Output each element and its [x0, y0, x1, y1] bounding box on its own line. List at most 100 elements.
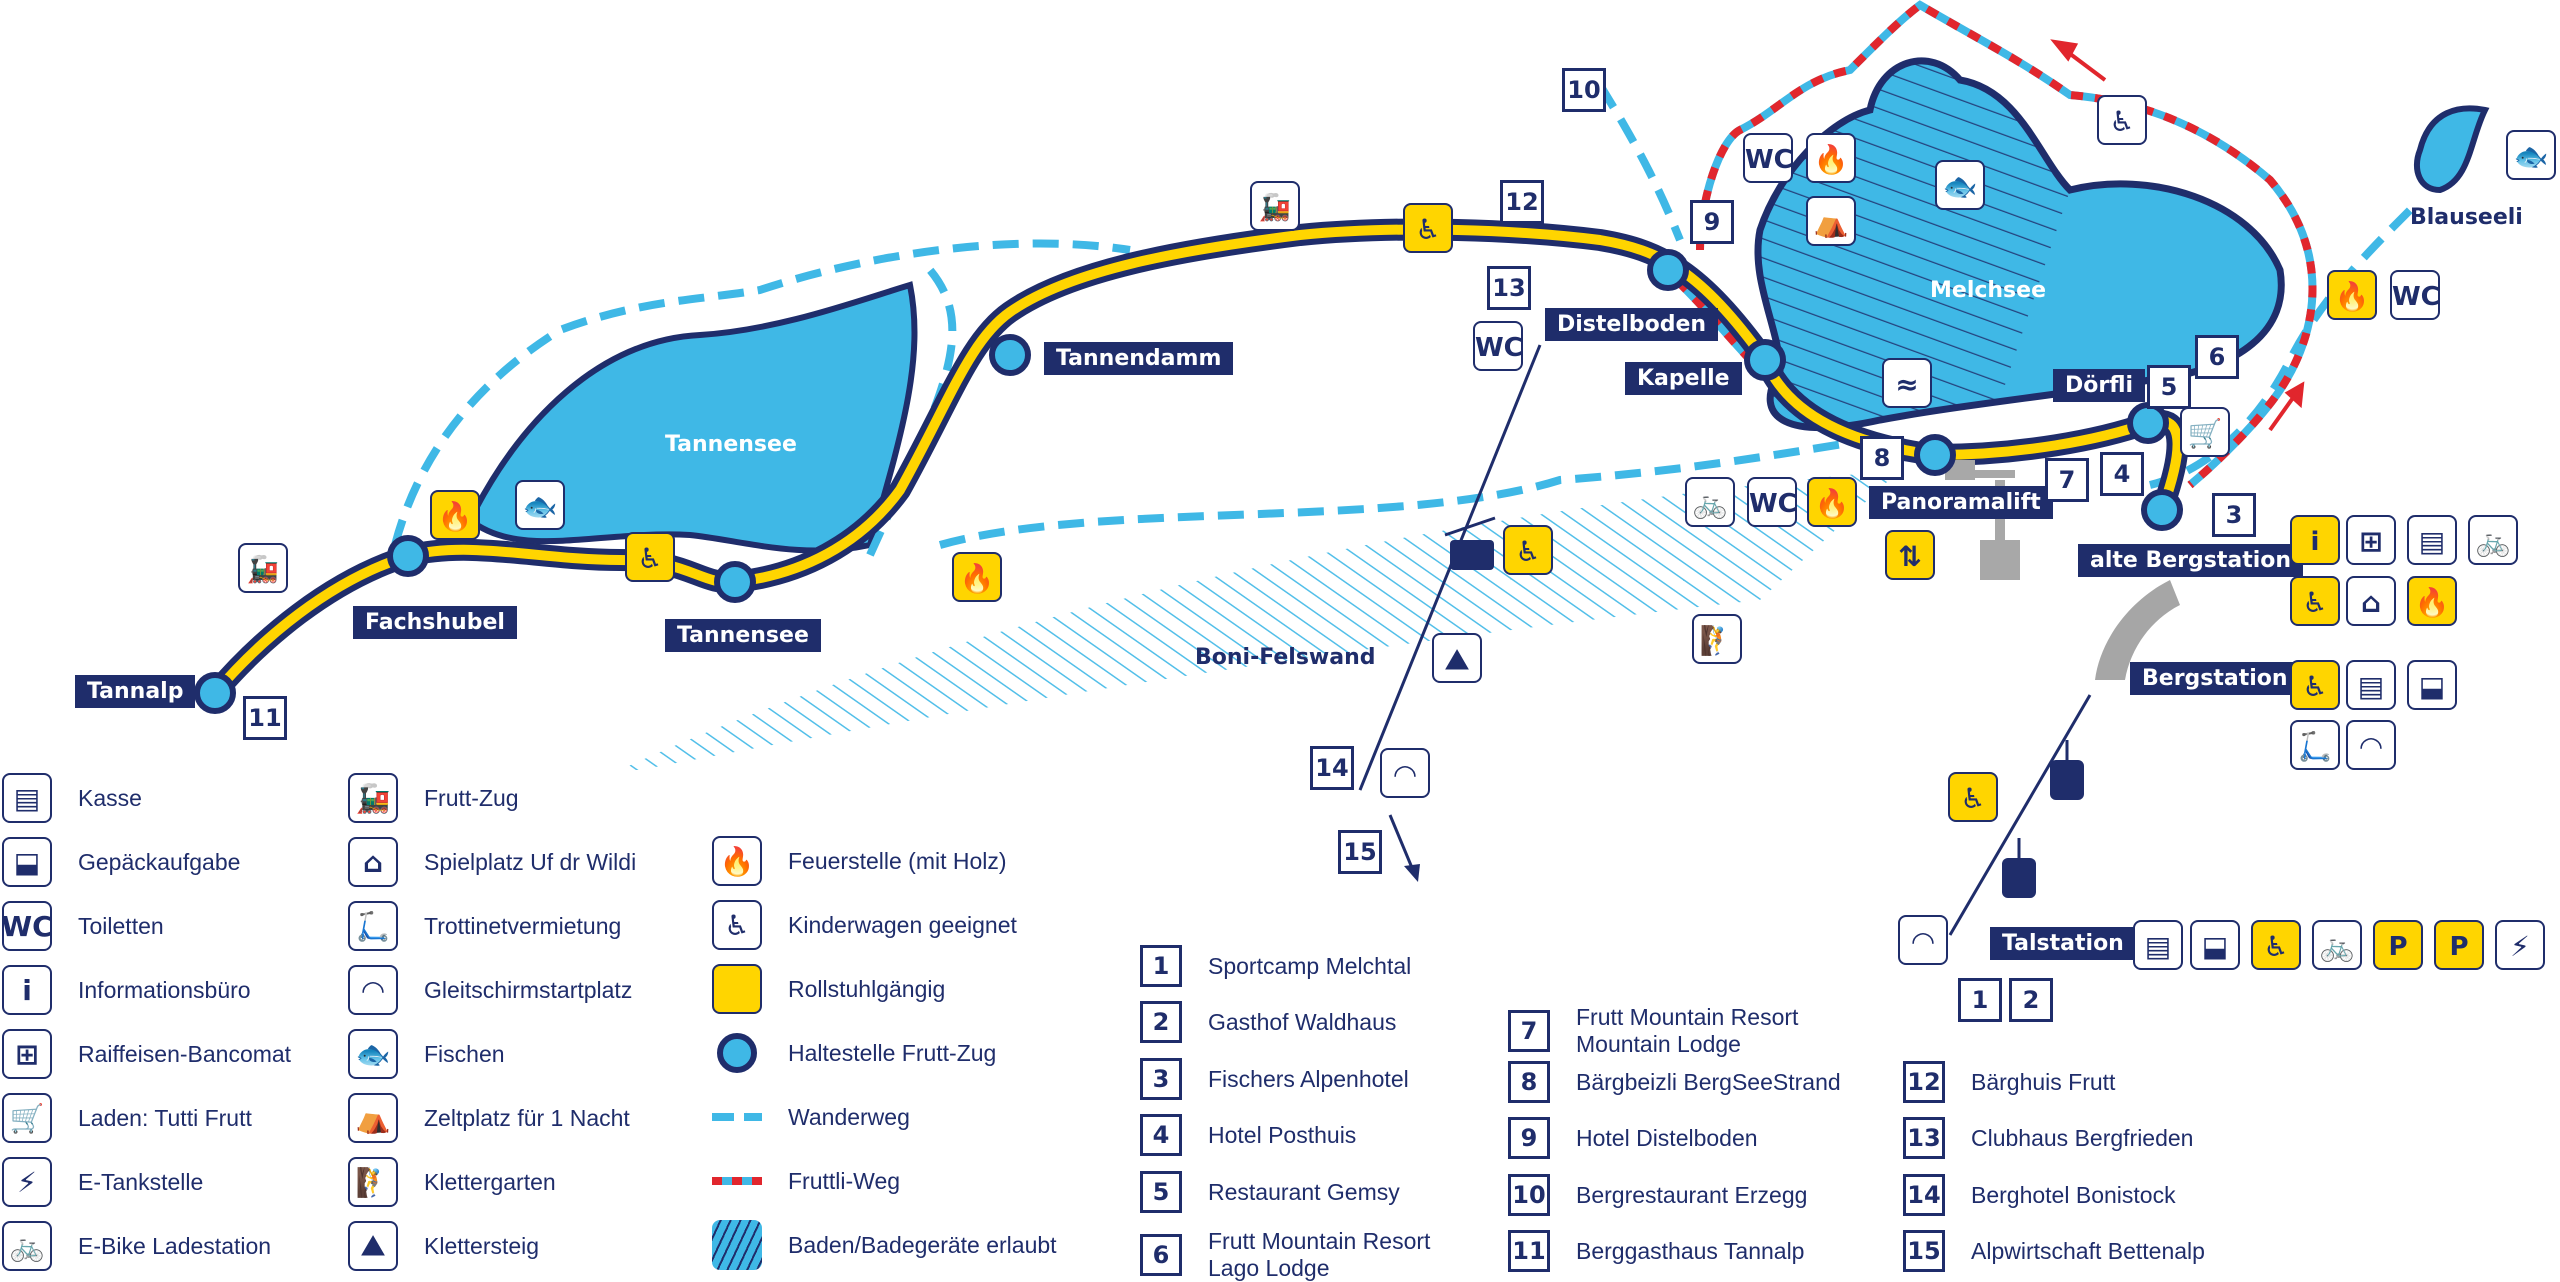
- bathing-icon: ≈: [1882, 358, 1932, 408]
- hotel-number: 11: [1508, 1230, 1550, 1272]
- ebike-charging-icon: 🚲: [1685, 477, 1735, 527]
- marker-2[interactable]: 2: [2009, 978, 2053, 1022]
- train-stop-icon: [712, 1028, 762, 1078]
- scooter-icon: 🛴: [348, 901, 398, 951]
- marker-1[interactable]: 1: [1958, 978, 2002, 1022]
- legend-item: ⊞Raiffeisen-Bancomat: [2, 1028, 291, 1080]
- marker-10[interactable]: 10: [1562, 68, 1606, 112]
- hotel-name: Bärgbeizli BergSeeStrand: [1576, 1068, 1841, 1095]
- hotel-number: 4: [1140, 1114, 1182, 1156]
- melchsee-lake-name: Melchsee: [1930, 278, 2046, 303]
- marker-3[interactable]: 3: [2212, 493, 2256, 537]
- legend-label: Klettergarten: [424, 1168, 556, 1195]
- marker-9[interactable]: 9: [1690, 200, 1734, 244]
- boni-felswand-label: Boni-Felswand: [1195, 645, 1376, 670]
- marker-15[interactable]: 15: [1338, 830, 1382, 874]
- arrow-15: [1404, 864, 1420, 882]
- cash-register-icon: ▤: [2407, 515, 2457, 565]
- hotel-item[interactable]: 4 Hotel Posthuis: [1140, 1114, 1356, 1156]
- hotel-number: 1: [1140, 945, 1182, 987]
- legend-label: E-Tankstelle: [78, 1168, 204, 1195]
- marker-7[interactable]: 7: [2045, 458, 2089, 502]
- hiking-trail-icon: [712, 1092, 762, 1142]
- hotel-name: Restaurant Gemsy: [1208, 1178, 1400, 1205]
- shopping-cart-icon: 🛒: [2180, 407, 2230, 457]
- ebike-charging-icon: 🚲: [2468, 515, 2518, 565]
- fish-icon: 🐟: [348, 1029, 398, 1079]
- legend-label: Laden: Tutti Frutt: [78, 1104, 252, 1131]
- scooter-icon: 🛴: [2290, 720, 2340, 770]
- ebike-charging-icon: 🚲: [2312, 920, 2362, 970]
- cable-lines: [1358, 344, 2092, 936]
- hotel-name: Bergrestaurant Erzegg: [1576, 1181, 1808, 1208]
- legend-label: Fruttli-Weg: [788, 1167, 901, 1194]
- hotel-number: 14: [1903, 1174, 1945, 1216]
- legend-item: 🛴Trottinetvermietung: [348, 900, 621, 952]
- legend-item: Rollstuhlgängig: [712, 963, 945, 1015]
- marker-11[interactable]: 11: [243, 696, 287, 740]
- legend-label: Rollstuhlgängig: [788, 975, 946, 1002]
- train-icon: 🚂: [348, 773, 398, 823]
- info-icon: i: [2290, 515, 2340, 565]
- fish-icon: 🐟: [1935, 160, 1985, 210]
- legend-label: Feuerstelle (mit Holz): [788, 847, 1007, 874]
- marker-14[interactable]: 14: [1310, 746, 1354, 790]
- stop-tannensee: Tannensee: [665, 619, 821, 652]
- legend-item: ⚡E-Tankstelle: [2, 1156, 203, 1208]
- atm-icon: ⊞: [2346, 515, 2396, 565]
- paraglider-icon: ◠: [348, 965, 398, 1015]
- marker-12[interactable]: 12: [1500, 180, 1544, 224]
- hotel-name: Hotel Posthuis: [1208, 1121, 1357, 1148]
- legend-item: Haltestelle Frutt-Zug: [712, 1027, 996, 1079]
- legend-label: Zeltplatz für 1 Nacht: [424, 1104, 630, 1131]
- legend-item: 🧗Klettergarten: [348, 1156, 556, 1208]
- ebike-charging-icon: 🚲: [2, 1221, 52, 1271]
- marker-6[interactable]: 6: [2195, 335, 2239, 379]
- hotel-name: Gasthof Waldhaus: [1208, 1008, 1397, 1035]
- legend-item: ⌂Spielplatz Uf dr Wildi: [348, 836, 636, 888]
- hotel-item[interactable]: 5 Restaurant Gemsy: [1140, 1171, 1400, 1213]
- elevator-icon: ⇅: [1885, 530, 1935, 580]
- hotel-item[interactable]: 1 Sportcamp Melchtal: [1140, 945, 1411, 987]
- marker-8[interactable]: 8: [1860, 436, 1904, 480]
- cash-register-icon: ▤: [2346, 660, 2396, 710]
- luggage-icon: ⬓: [2407, 660, 2457, 710]
- via-ferrata-icon: ⛰: [348, 1221, 398, 1271]
- fireplace-icon: 🔥: [2407, 576, 2457, 626]
- marker-5[interactable]: 5: [2147, 365, 2191, 409]
- legend-label: Haltestelle Frutt-Zug: [788, 1039, 997, 1066]
- via-ferrata-icon: ⛰: [1432, 633, 1482, 683]
- train-stops: [194, 249, 2183, 714]
- hotel-name: Sportcamp Melchtal: [1208, 952, 1412, 979]
- legend-label: Fischen: [424, 1040, 505, 1067]
- legend-item: ⬓Gepäckaufgabe: [2, 836, 240, 888]
- legend-item: 🐟 Fischen: [348, 1028, 505, 1080]
- marker-13[interactable]: 13: [1487, 266, 1531, 310]
- hotel-name: Frutt Mountain Resort Lago Lodge: [1208, 1228, 1431, 1281]
- legend-label: Informationsbüro: [78, 976, 251, 1003]
- legend-item: Baden/Badegeräte erlaubt: [712, 1219, 1057, 1271]
- wheelchair-icon: ♿: [1503, 525, 1553, 575]
- bergstation-ramp: [2095, 580, 2180, 680]
- legend-label: Wanderweg: [788, 1103, 910, 1130]
- marker-4[interactable]: 4: [2100, 452, 2144, 496]
- legend-item: ▤Kasse: [2, 772, 142, 824]
- luggage-icon: ⬓: [2, 837, 52, 887]
- hotel-number: 5: [1140, 1171, 1182, 1213]
- fireplace-icon: 🔥: [952, 552, 1002, 602]
- direction-arrows: [2050, 39, 2305, 432]
- fireplace-icon: 🔥: [1806, 133, 1856, 183]
- luggage-icon: ⬓: [2190, 920, 2240, 970]
